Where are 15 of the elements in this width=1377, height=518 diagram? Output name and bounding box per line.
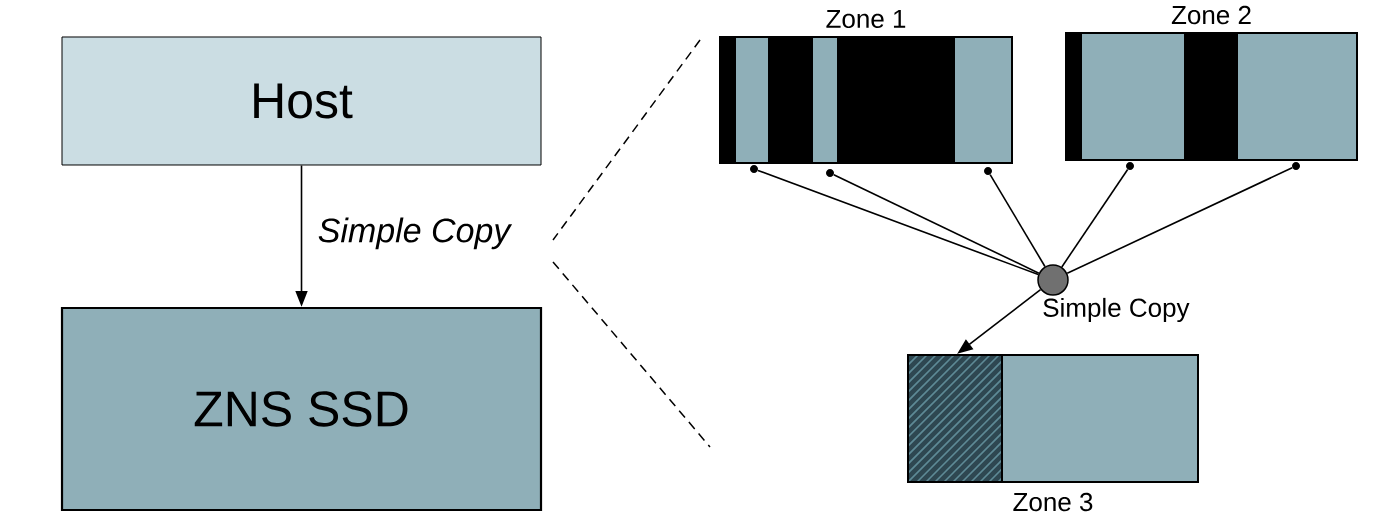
zone-box: Zone 3 — [907, 354, 1199, 512]
connector — [1061, 168, 1129, 268]
node-label: Zone 1 — [826, 9, 906, 29]
circle-label: Simple Copy — [1043, 297, 1190, 323]
connector — [833, 174, 1040, 274]
connector — [757, 169, 1040, 276]
node-label: Zone 3 — [1013, 492, 1093, 512]
host-box: Host — [61, 36, 542, 166]
connector — [1066, 167, 1293, 275]
connector — [989, 173, 1046, 268]
ssd-box: ZNS SSD — [60, 306, 543, 512]
node-label: Zone 2 — [1171, 5, 1251, 25]
zone-box: Zone 1 — [719, 9, 1013, 164]
zone-box: Zone 2 — [1065, 5, 1358, 161]
edge-label: Simple Copy — [315, 215, 513, 252]
